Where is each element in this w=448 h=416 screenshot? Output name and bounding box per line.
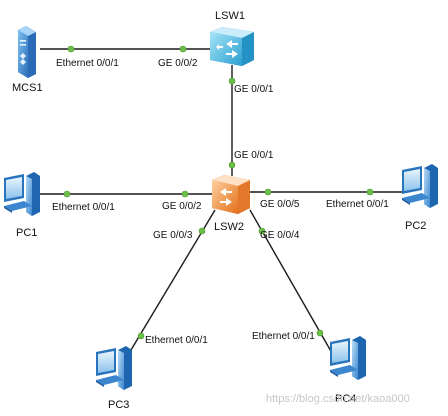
port-dot-lsw1-ge001[interactable]	[228, 77, 236, 85]
port-label-pc2-eth001: Ethernet 0/0/1	[326, 199, 389, 210]
switch-icon	[210, 27, 254, 66]
port-dot-pc1-eth001[interactable]	[63, 190, 71, 198]
server-icon	[18, 26, 36, 78]
port-dot-pc4-eth001[interactable]	[316, 329, 324, 337]
port-dot-lsw2-ge001[interactable]	[228, 161, 236, 169]
switch-icon	[212, 175, 250, 214]
node-label-lsw1: LSW1	[215, 10, 245, 22]
node-pc3[interactable]: PC3	[96, 346, 132, 411]
node-pc4[interactable]: PC4	[330, 336, 366, 405]
port-dot-lsw1-ge002[interactable]	[179, 45, 187, 53]
node-label-pc2: PC2	[405, 220, 426, 232]
port-dot-lsw2-ge002[interactable]	[181, 190, 189, 198]
node-pc1[interactable]: PC1	[4, 172, 40, 239]
port-label-mcs1-eth001: Ethernet 0/0/1	[56, 58, 119, 69]
pc-icon	[402, 164, 438, 208]
node-label-mcs1: MCS1	[12, 82, 43, 94]
port-label-pc3-eth001: Ethernet 0/0/1	[145, 335, 208, 346]
port-dots	[63, 45, 374, 340]
node-lsw1[interactable]: LSW1	[210, 10, 254, 66]
port-dot-lsw2-ge004[interactable]	[258, 227, 266, 235]
pc-icon	[96, 346, 132, 390]
pc-icon	[4, 172, 40, 216]
port-label-pc4-eth001: Ethernet 0/0/1	[252, 331, 315, 342]
port-dot-lsw2-ge005[interactable]	[264, 188, 272, 196]
port-label-pc1-eth001: Ethernet 0/0/1	[52, 202, 115, 213]
port-labels: Ethernet 0/0/1 GE 0/0/2 GE 0/0/1 GE 0/0/…	[52, 58, 389, 346]
port-label-lsw2-ge005: GE 0/0/5	[260, 199, 300, 210]
port-dot-mcs1-eth001[interactable]	[67, 45, 75, 53]
node-lsw2[interactable]: LSW2	[212, 175, 250, 233]
node-label-pc1: PC1	[16, 227, 37, 239]
port-dot-pc3-eth001[interactable]	[137, 332, 145, 340]
port-dot-pc2-eth001[interactable]	[366, 188, 374, 196]
port-label-lsw1-ge001: GE 0/0/1	[234, 84, 274, 95]
port-label-lsw2-ge001: GE 0/0/1	[234, 150, 274, 161]
port-label-lsw2-ge002: GE 0/0/2	[162, 201, 202, 212]
port-label-lsw2-ge004: GE 0/0/4	[260, 230, 300, 241]
link-lsw2-pc3[interactable]	[121, 209, 216, 366]
pc-icon	[330, 336, 366, 380]
node-label-pc3: PC3	[108, 399, 129, 411]
watermark-text: https://blog.csdn.net/kaoa000	[266, 393, 410, 405]
node-label-pc4: PC4	[335, 393, 356, 405]
node-label-lsw2: LSW2	[214, 221, 244, 233]
port-dot-lsw2-ge003[interactable]	[198, 227, 206, 235]
node-mcs1[interactable]: MCS1	[12, 26, 43, 94]
node-pc2[interactable]: PC2	[402, 164, 438, 232]
port-label-lsw2-ge003: GE 0/0/3	[153, 230, 193, 241]
port-label-lsw1-ge002: GE 0/0/2	[158, 58, 198, 69]
